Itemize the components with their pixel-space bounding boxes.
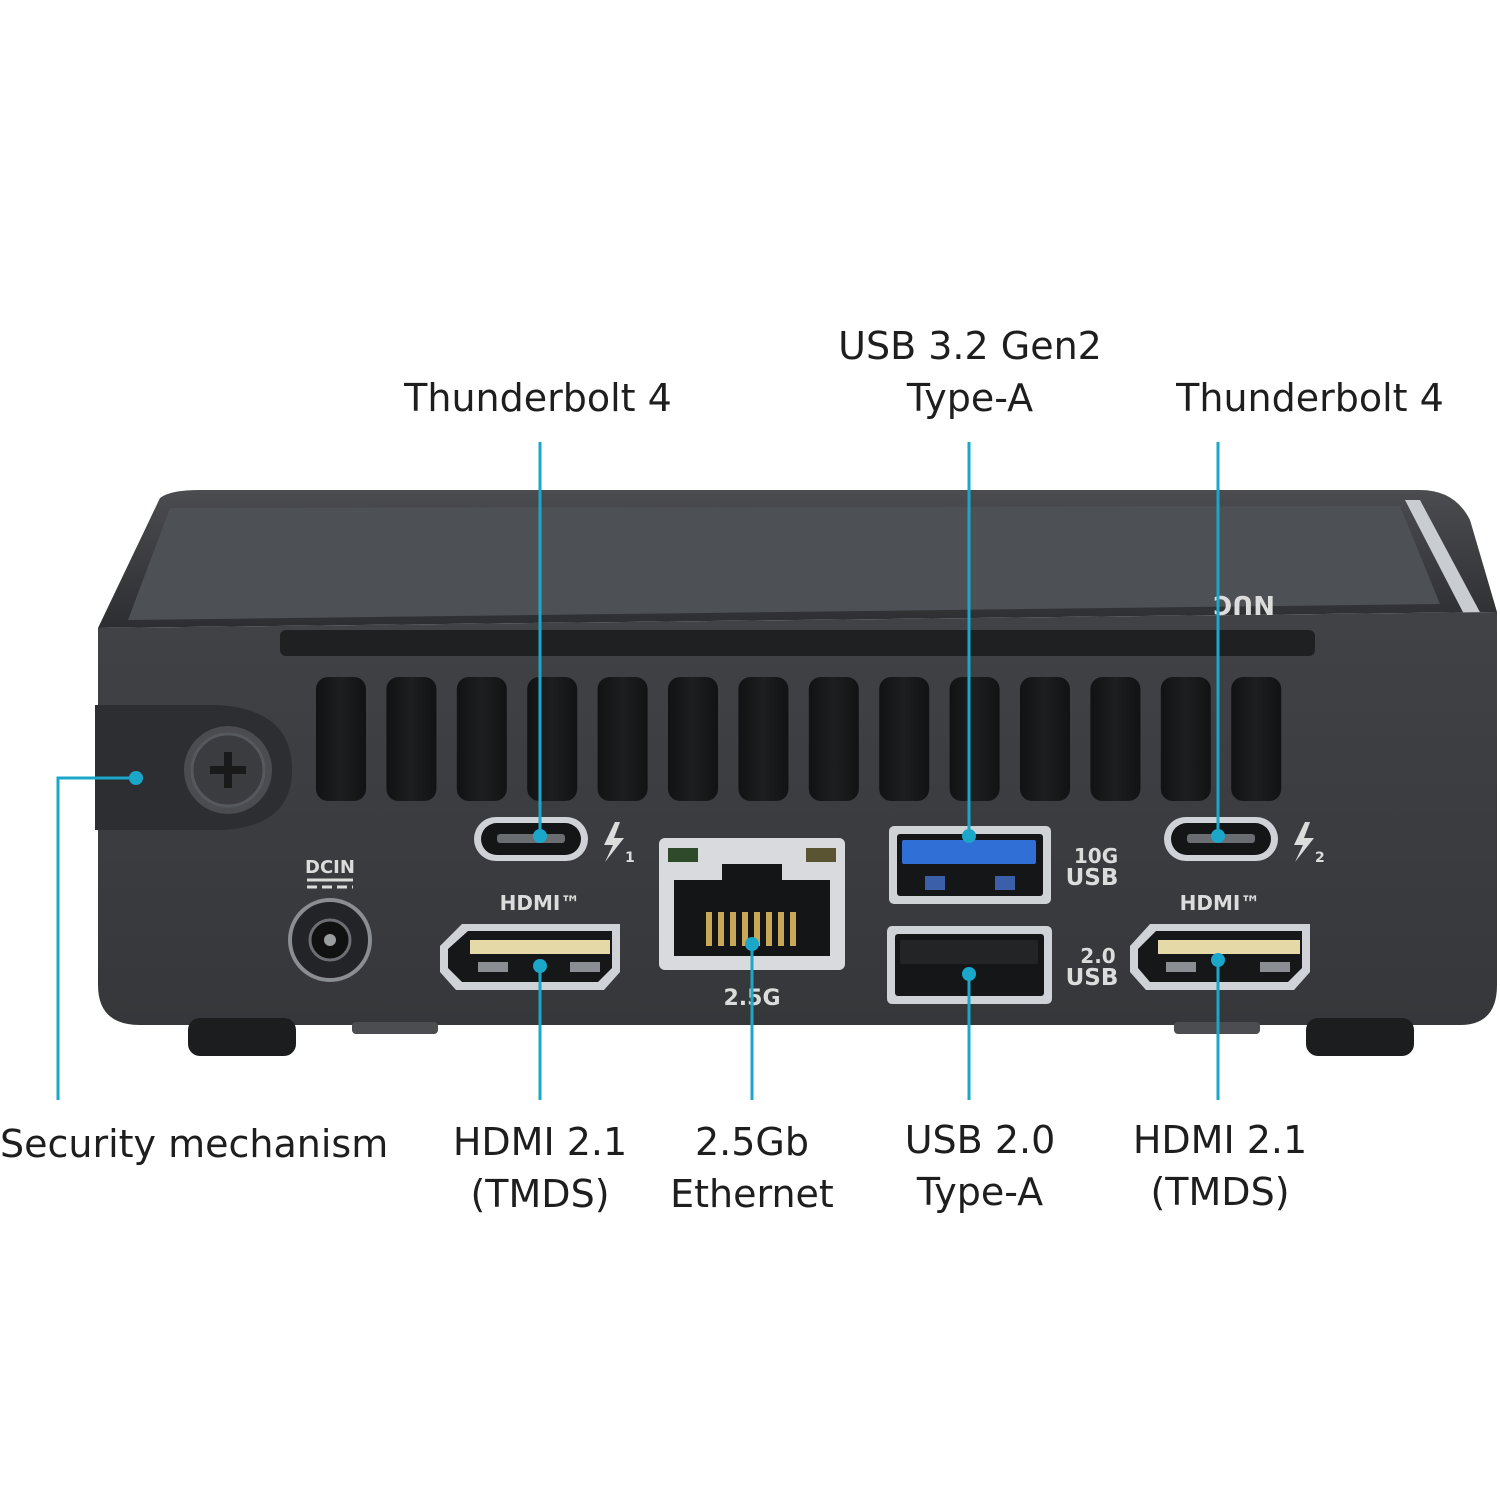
vent-slot [1020,677,1070,801]
nuc-logo: NUC [1213,589,1275,619]
chassis-edge-highlight [1405,500,1482,618]
thunderbolt-port-1 [474,817,588,861]
svg-text:DCIN: DCIN [305,857,355,878]
chassis: NUC [98,490,1497,1025]
label-usb-2-0: USB 2.0 Type-A [904,1118,1056,1214]
label-hdmi-left: HDMI 2.1 (TMDS) [452,1120,628,1216]
svg-text:10G: 10G [1074,844,1118,868]
usb-2-0-port: 2.0 USB [887,926,1118,1004]
ethernet-pin [730,912,736,946]
thunderbolt-icon: 1 [604,822,635,866]
ethernet-pin [766,912,772,946]
vent-slot [1090,677,1141,801]
ethernet-pin [706,912,712,946]
vent-slot [456,677,507,801]
ethernet-pin [718,912,724,946]
vent-slot [879,677,930,801]
label-usb-3-2-gen2: USB 3.2 Gen2 Type-A [838,324,1102,420]
ethernet-pin [778,912,784,946]
ethernet-pin [742,912,748,946]
vent-slot [527,677,578,801]
ethernet-port: 2.5G [659,838,845,1011]
security-screw-icon [210,752,246,788]
hdmi-port-left: HDMI™ [440,891,620,990]
callout-line-security [56,776,136,1100]
chassis-feet [188,1018,1414,1056]
ethernet-pin [754,912,760,946]
label-security-mechanism: Security mechanism [0,1122,389,1166]
vent-grille [316,677,1282,801]
vent-slot [1160,677,1211,801]
top-lip [280,630,1315,656]
label-hdmi-right: HDMI 2.1 (TMDS) [1132,1118,1308,1214]
label-ethernet: 2.5Gb Ethernet [670,1120,834,1216]
security-bracket [95,705,292,830]
usb-3-2-gen2-port: 10G USB [889,826,1118,904]
svg-text:USB: USB [1066,865,1119,891]
vent-slot [1231,677,1282,801]
svg-text:1: 1 [625,850,635,866]
chassis-top-panel [128,506,1440,620]
thunderbolt-icon: 2 [1294,822,1325,866]
label-thunderbolt-4-left: Thunderbolt 4 [404,376,672,420]
svg-text:2.0: 2.0 [1080,944,1115,968]
svg-text:HDMI™: HDMI™ [500,891,581,915]
vent-slot [808,677,859,801]
svg-text:2: 2 [1315,850,1325,866]
vent-slot [316,677,366,801]
svg-text:NUC: NUC [1213,589,1275,619]
ethernet-pin [790,912,796,946]
vent-slot [668,677,718,801]
dc-in-port: DCIN [288,857,372,982]
vent-slot [949,677,1000,801]
callout-dots [129,771,1225,981]
chassis-front [98,612,1497,1025]
svg-text:USB: USB [1066,965,1119,991]
callout-lines [56,442,1220,1100]
vent-slot [597,677,648,801]
vent-slot [386,677,437,801]
label-thunderbolt-4-right: Thunderbolt 4 [1176,376,1444,420]
vent-slot [738,677,789,801]
svg-text:HDMI™: HDMI™ [1180,891,1261,915]
